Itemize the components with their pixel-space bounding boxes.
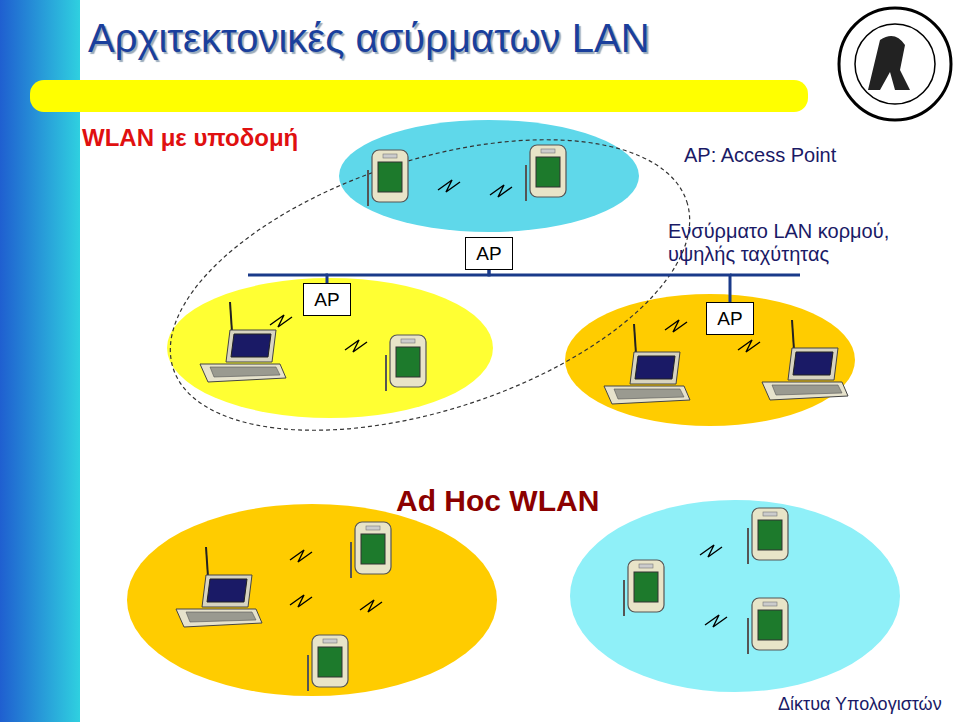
access-point-box: AP — [465, 237, 513, 270]
adhoc-ellipse — [127, 504, 497, 696]
cell-ellipse — [565, 294, 855, 426]
slide-title: Αρχιτεκτονικές ασύρματων LAN — [88, 16, 650, 61]
backbone-note: Ενσύρματο LAN κορμού, υψηλής ταχύτητας — [668, 220, 953, 266]
node-text: AP — [476, 243, 501, 265]
section-heading: WLAN με υποδομή — [82, 124, 298, 152]
cell-ellipse — [167, 278, 493, 418]
footer-text: Δίκτυα Υπολογιστών — [778, 694, 942, 715]
backbone-bus — [248, 274, 328, 277]
title-bar — [30, 80, 808, 112]
backbone-link — [327, 270, 489, 283]
backbone-bus — [730, 274, 800, 277]
adhoc-ellipse — [570, 500, 900, 692]
section-heading: Ad Hoc WLAN — [396, 484, 599, 518]
backbone-link — [489, 270, 730, 302]
node-text: AP — [314, 289, 339, 311]
logo — [835, 5, 955, 123]
node-text: AP — [717, 308, 742, 330]
access-point-box: AP — [706, 302, 754, 335]
cell-ellipse — [339, 120, 639, 232]
legend-note: AP: Access Point — [684, 144, 836, 167]
access-point-box: AP — [303, 283, 351, 316]
